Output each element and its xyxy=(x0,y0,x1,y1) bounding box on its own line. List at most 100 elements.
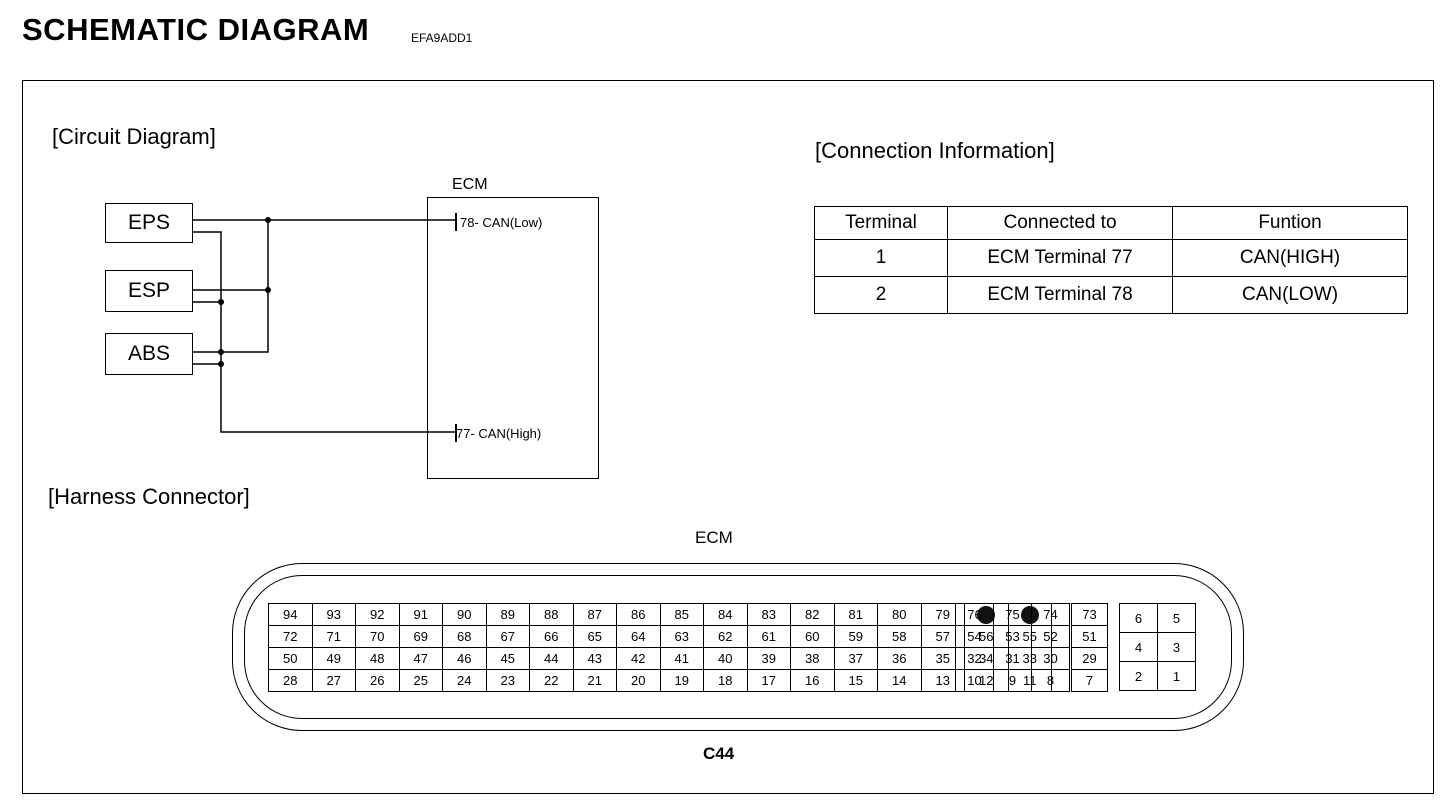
pin-73: 73 xyxy=(1072,604,1108,626)
filled-circle-icon xyxy=(1020,605,1039,624)
pin-75: 75 xyxy=(994,604,1032,626)
pin-6: 6 xyxy=(1120,604,1158,633)
pin-57: 57 xyxy=(921,626,965,648)
pin-62: 62 xyxy=(704,626,748,648)
page-title: SCHEMATIC DIAGRAM xyxy=(22,12,370,47)
pin-52: 52 xyxy=(1032,626,1070,648)
pin-71: 71 xyxy=(312,626,356,648)
pin-90: 90 xyxy=(443,604,487,626)
connector-shell-outer xyxy=(232,563,1244,731)
pin-1: 1 xyxy=(1158,662,1196,691)
pin-78-can-low: 78- CAN(Low) xyxy=(460,215,543,230)
pin-49: 49 xyxy=(312,648,356,670)
pin-9: 9 xyxy=(994,670,1032,692)
table-cell: 1 xyxy=(814,239,948,277)
pin-14: 14 xyxy=(878,670,922,692)
pin-82: 82 xyxy=(791,604,835,626)
pin-44: 44 xyxy=(530,648,574,670)
eps-module: EPS xyxy=(105,203,193,243)
table-cell: ECM Terminal 77 xyxy=(947,239,1173,277)
pin-68: 68 xyxy=(443,626,487,648)
pin-84: 84 xyxy=(704,604,748,626)
pin-67: 67 xyxy=(486,626,530,648)
pin-30: 30 xyxy=(1032,648,1070,670)
pin-94: 94 xyxy=(269,604,313,626)
filled-circle-icon xyxy=(977,605,996,624)
pin-79: 79 xyxy=(921,604,965,626)
pin-58: 58 xyxy=(878,626,922,648)
pin-85: 85 xyxy=(660,604,704,626)
pin-23: 23 xyxy=(486,670,530,692)
table-cell: CAN(LOW) xyxy=(1172,276,1408,314)
pin-10: 10 xyxy=(956,670,994,692)
header-function: Funtion xyxy=(1172,206,1408,240)
pin-27: 27 xyxy=(312,670,356,692)
pin-59: 59 xyxy=(834,626,878,648)
table-cell: ECM Terminal 78 xyxy=(947,276,1173,314)
pin-20: 20 xyxy=(617,670,661,692)
harness-connector-title: [Harness Connector] xyxy=(48,484,250,509)
pin-7: 7 xyxy=(1072,670,1108,692)
connection-table: Terminal Connected to Funtion 1 ECM Term… xyxy=(814,206,1408,314)
pin-18: 18 xyxy=(704,670,748,692)
ecm-label: ECM xyxy=(452,176,488,193)
pin-81: 81 xyxy=(834,604,878,626)
pin-42: 42 xyxy=(617,648,661,670)
pin-2: 2 xyxy=(1120,662,1158,691)
document-code: EFA9ADD1 xyxy=(411,31,473,45)
pin-51: 51 xyxy=(1072,626,1108,648)
pin-74: 74 xyxy=(1032,604,1070,626)
pin-32: 32 xyxy=(956,648,994,670)
pin-43: 43 xyxy=(573,648,617,670)
ecm-box xyxy=(427,197,599,479)
pin-87: 87 xyxy=(573,604,617,626)
pin-54: 54 xyxy=(956,626,994,648)
connector-shell-inner xyxy=(244,575,1232,719)
pin-28: 28 xyxy=(269,670,313,692)
connector-code: C44 xyxy=(703,744,735,763)
table-cell: 2 xyxy=(814,276,948,314)
pin-5: 5 xyxy=(1158,604,1196,633)
pin-50: 50 xyxy=(269,648,313,670)
abs-module: ABS xyxy=(105,333,193,375)
pin-63: 63 xyxy=(660,626,704,648)
diagram-frame xyxy=(22,80,1434,794)
pin-39: 39 xyxy=(747,648,791,670)
pin-91: 91 xyxy=(399,604,443,626)
pin-60: 60 xyxy=(791,626,835,648)
pin-66: 66 xyxy=(530,626,574,648)
header-connected-to: Connected to xyxy=(947,206,1173,240)
pin-22: 22 xyxy=(530,670,574,692)
pin-13: 13 xyxy=(921,670,965,692)
pin-70: 70 xyxy=(356,626,400,648)
pin-37: 37 xyxy=(834,648,878,670)
pin-21: 21 xyxy=(573,670,617,692)
pin-38: 38 xyxy=(791,648,835,670)
connection-info-title: [Connection Information] xyxy=(815,138,1055,163)
pin-93: 93 xyxy=(312,604,356,626)
pin-72: 72 xyxy=(269,626,313,648)
header-terminal: Terminal xyxy=(814,206,948,240)
connector-ecm-label: ECM xyxy=(695,528,733,547)
pin-45: 45 xyxy=(486,648,530,670)
pin-31: 31 xyxy=(994,648,1032,670)
pin-4: 4 xyxy=(1120,633,1158,662)
pin-47: 47 xyxy=(399,648,443,670)
pin-19: 19 xyxy=(660,670,704,692)
pin-16: 16 xyxy=(791,670,835,692)
pin-3: 3 xyxy=(1158,633,1196,662)
pin-65: 65 xyxy=(573,626,617,648)
pin-25: 25 xyxy=(399,670,443,692)
pin-36: 36 xyxy=(878,648,922,670)
pin-92: 92 xyxy=(356,604,400,626)
pin-69: 69 xyxy=(399,626,443,648)
table-row: 2 ECM Terminal 78 CAN(LOW) xyxy=(814,276,1408,314)
pin-46: 46 xyxy=(443,648,487,670)
table-row: 1 ECM Terminal 77 CAN(HIGH) xyxy=(814,239,1408,277)
pin-48: 48 xyxy=(356,648,400,670)
circuit-diagram-title: [Circuit Diagram] xyxy=(52,124,216,149)
